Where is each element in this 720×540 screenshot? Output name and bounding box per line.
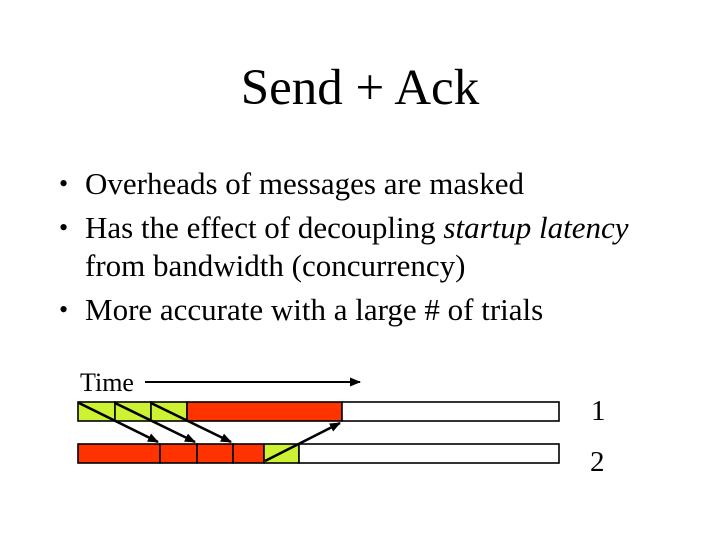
bullet-text: More accurate with a large # of trials [85, 292, 544, 327]
row-label: 2 [590, 446, 605, 478]
message-arrow [150, 401, 232, 444]
bar-1-segment [186, 401, 343, 422]
diagram-layer: 12 [77, 377, 606, 478]
bar-2-segment [232, 443, 265, 464]
message-arrow [264, 421, 341, 463]
bar-2-segment [298, 443, 560, 464]
bar-2-segment [159, 443, 198, 464]
bullet-marker: • [59, 213, 69, 242]
bullet-marker: • [59, 295, 69, 324]
bullet-marker: • [59, 169, 69, 198]
row-label: 1 [591, 395, 606, 427]
bar-2-segment [196, 443, 234, 464]
bullet-text: Has the effect of decoupling startup lat… [85, 210, 629, 283]
bar-1-segment [341, 401, 560, 422]
message-arrow [114, 401, 196, 444]
bullet-item: • More accurate with a large # of trials [54, 291, 668, 329]
bullet-item: • Overheads of messages are masked [54, 165, 668, 203]
message-arrow [78, 401, 159, 444]
bullet-list: • Overheads of messages are masked • Has th… [54, 165, 668, 329]
bullet-item: • Has the effect of decoupling startup la… [54, 209, 668, 285]
bar-2-segment [77, 443, 161, 464]
slide-title: Send + Ack [240, 60, 480, 116]
time-label: Time [80, 368, 134, 397]
bullet-text: Overheads of messages are masked [85, 166, 524, 201]
